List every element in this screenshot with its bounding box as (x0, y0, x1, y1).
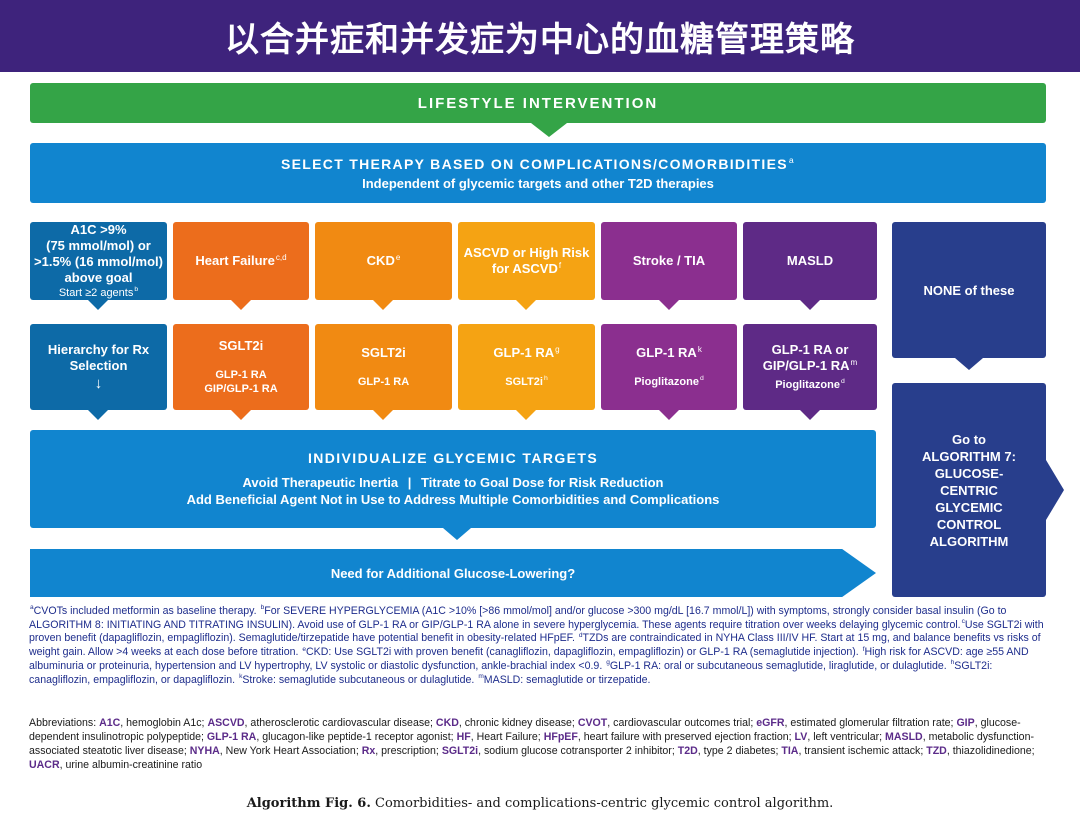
arrow-ascvd (516, 300, 536, 310)
arrow-therapy-masld (800, 410, 820, 420)
figure-caption: Algorithm Fig. 6. Comorbidities- and com… (246, 796, 834, 811)
goto-chevron-icon (1046, 460, 1064, 520)
down-arrow-icon: ↓ (94, 375, 103, 392)
arrow-stroke (659, 300, 679, 310)
condition-a1c-sub: Start ≥2 agentsb (58, 286, 139, 299)
arrow-therapy-hf (231, 410, 251, 420)
arrow-therapy-ckd (373, 410, 393, 420)
therapy-heart-failure: SGLT2i GLP-1 RA GIP/GLP-1 RA (173, 324, 309, 410)
footnotes: aCVOTs included metformin as baseline th… (29, 604, 1044, 686)
lifestyle-intervention-box: LIFESTYLE INTERVENTION (30, 83, 1046, 123)
abbreviations: Abbreviations: A1C, hemoglobin A1c; ASCV… (29, 717, 1035, 771)
arrow-hierarchy (88, 410, 108, 420)
individualize-title: INDIVIDUALIZE GLYCEMIC TARGETS (307, 450, 599, 466)
therapy-masld: GLP-1 RA or GIP/GLP-1 RAm Pioglitazoned (743, 324, 877, 410)
arrow-therapy-ascvd (516, 410, 536, 420)
condition-masld: MASLD (743, 222, 877, 300)
individualize-line-1: Avoid Therapeutic Inertia | Titrate to G… (242, 475, 664, 490)
lifestyle-label: LIFESTYLE INTERVENTION (417, 94, 659, 112)
arrow-heart-failure (231, 300, 251, 310)
arrow-therapy-stroke (659, 410, 679, 420)
none-arrow (955, 358, 983, 370)
need-additional-glucose-lowering-box: Need for Additional Glucose-Lowering? (30, 549, 876, 597)
condition-a1c: A1C >9% (75 mmol/mol) or >1.5% (16 mmol/… (30, 222, 167, 300)
therapy-stroke: GLP-1 RAk Pioglitazoned (601, 324, 737, 410)
goto-algorithm-7-box: Go to ALGORITHM 7: GLUCOSE- CENTRIC GLYC… (892, 383, 1046, 597)
arrow-ckd (373, 300, 393, 310)
individualize-targets-box: INDIVIDUALIZE GLYCEMIC TARGETS Avoid The… (30, 430, 876, 528)
therapy-ckd: SGLT2i GLP-1 RA (315, 324, 452, 410)
arrow-individualize (443, 528, 471, 540)
condition-stroke-tia: Stroke / TIA (601, 222, 737, 300)
select-therapy-subtitle: Independent of glycemic targets and othe… (362, 175, 714, 191)
select-therapy-box: SELECT THERAPY BASED ON COMPLICATIONS/CO… (30, 143, 1046, 203)
page-title: 以合并症和并发症为中心的血糖管理策略 (225, 19, 855, 60)
individualize-line-2: Add Beneficial Agent Not in Use to Addre… (186, 492, 720, 507)
condition-heart-failure: Heart Failurec,d (173, 222, 309, 300)
none-of-these-box: NONE of these (892, 222, 1046, 358)
condition-ckd: CKDe (315, 222, 452, 300)
therapy-hierarchy: Hierarchy for Rx Selection ↓ (30, 324, 167, 410)
title-banner: 以合并症和并发症为中心的血糖管理策略 (0, 0, 1080, 72)
condition-ascvd: ASCVD or High Risk for ASCVDf (458, 222, 595, 300)
select-therapy-title: SELECT THERAPY BASED ON COMPLICATIONS/CO… (281, 154, 795, 172)
therapy-ascvd: GLP-1 RAg SGLT2ih (458, 324, 595, 410)
lifestyle-arrow (531, 123, 567, 137)
arrow-a1c (88, 300, 108, 310)
arrow-masld (800, 300, 820, 310)
